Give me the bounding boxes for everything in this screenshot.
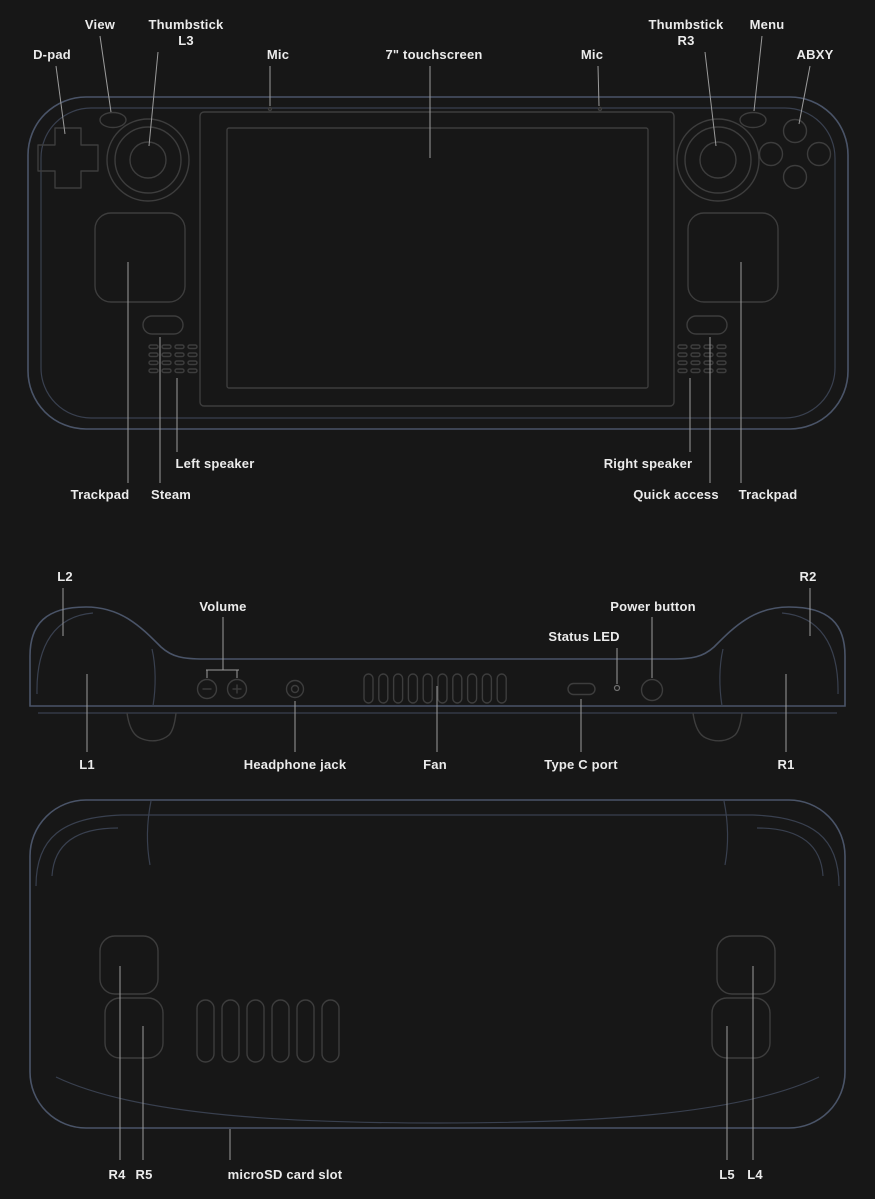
label-steam: Steam — [150, 487, 192, 502]
quick-access-button[interactable] — [686, 315, 728, 335]
label-mic-right: Mic — [580, 47, 604, 62]
fan-vents — [363, 673, 507, 704]
front-leader-lines — [55, 35, 811, 483]
right-speaker-grille — [677, 344, 727, 374]
label-view: View — [84, 17, 116, 32]
label-trackpad-right: Trackpad — [738, 487, 798, 502]
menu-button[interactable] — [739, 111, 767, 129]
label-r4: R4 — [108, 1167, 126, 1182]
label-abxy: ABXY — [796, 47, 834, 62]
back-button-r4[interactable] — [99, 935, 159, 995]
label-r1: R1 — [777, 757, 795, 772]
trackpad-left[interactable] — [94, 212, 186, 303]
left-stick-silhouette — [126, 712, 177, 742]
back-button-l4[interactable] — [716, 935, 776, 995]
top-edge-view — [29, 606, 846, 742]
top-edge-leader-lines — [62, 588, 811, 752]
label-r5: R5 — [135, 1167, 153, 1182]
label-r2: R2 — [799, 569, 817, 584]
type-c-port[interactable] — [567, 682, 596, 696]
headphone-jack[interactable] — [285, 679, 305, 699]
front-view — [27, 96, 849, 430]
label-trackpad-left: Trackpad — [70, 487, 130, 502]
back-button-l5[interactable] — [711, 997, 771, 1059]
label-power-button: Power button — [610, 599, 696, 614]
label-headphone-jack: Headphone jack — [243, 757, 347, 772]
label-thumbstick-l3: Thumbstick L3 — [148, 17, 224, 48]
back-button-r5[interactable] — [104, 997, 164, 1059]
label-l5: L5 — [719, 1167, 735, 1182]
back-vents — [196, 999, 340, 1063]
top-edge-outline — [29, 606, 846, 707]
mic-right-dot — [597, 106, 603, 112]
front-body-inner-line — [40, 107, 836, 419]
back-leader-lines — [119, 966, 754, 1160]
abxy-buttons[interactable] — [758, 118, 832, 190]
left-grip-inner-line — [51, 827, 119, 877]
label-dpad: D-pad — [33, 47, 71, 62]
label-thumbstick-r3: Thumbstick R3 — [648, 17, 724, 48]
r2-trigger-line — [781, 612, 839, 695]
right-grip-outline — [752, 814, 840, 887]
front-body-outline — [27, 96, 849, 430]
view-button[interactable] — [99, 111, 127, 129]
dpad[interactable] — [37, 127, 99, 189]
trackpad-right[interactable] — [687, 212, 779, 303]
label-l1: L1 — [79, 757, 95, 772]
label-right-speaker: Right speaker — [603, 456, 693, 471]
status-led — [613, 684, 621, 692]
label-fan: Fan — [423, 757, 447, 772]
l2-trigger-boundary — [151, 648, 156, 707]
label-l2: L2 — [57, 569, 73, 584]
screen-bezel — [199, 111, 675, 407]
label-left-speaker: Left speaker — [175, 456, 255, 471]
label-volume: Volume — [199, 599, 247, 614]
right-grip-seam — [723, 800, 729, 866]
mic-left-dot — [267, 106, 273, 112]
right-stick-silhouette — [692, 712, 743, 742]
thumbstick-l3[interactable] — [106, 118, 190, 202]
l2-trigger-line — [36, 612, 94, 695]
back-body-outline — [29, 799, 846, 1129]
backplate-bottom-edge — [55, 1076, 820, 1124]
touchscreen[interactable] — [226, 127, 649, 389]
label-menu: Menu — [749, 17, 785, 32]
left-grip-seam — [146, 800, 152, 866]
label-l4: L4 — [747, 1167, 763, 1182]
power-button[interactable] — [640, 678, 664, 702]
steam-button[interactable] — [142, 315, 184, 335]
label-touchscreen: 7" touchscreen — [385, 47, 483, 62]
label-type-c-port: Type C port — [544, 757, 618, 772]
label-quick-access: Quick access — [633, 487, 719, 502]
label-microsd: microSD card slot — [227, 1167, 343, 1182]
left-grip-outline — [35, 814, 123, 887]
thumbstick-r3[interactable] — [676, 118, 760, 202]
label-mic-left: Mic — [266, 47, 290, 62]
back-view — [29, 799, 846, 1129]
volume-buttons[interactable] — [196, 678, 248, 700]
r2-trigger-boundary — [719, 648, 724, 707]
right-grip-inner-line — [756, 827, 824, 877]
left-speaker-grille — [148, 344, 198, 374]
label-status-led: Status LED — [548, 629, 620, 644]
